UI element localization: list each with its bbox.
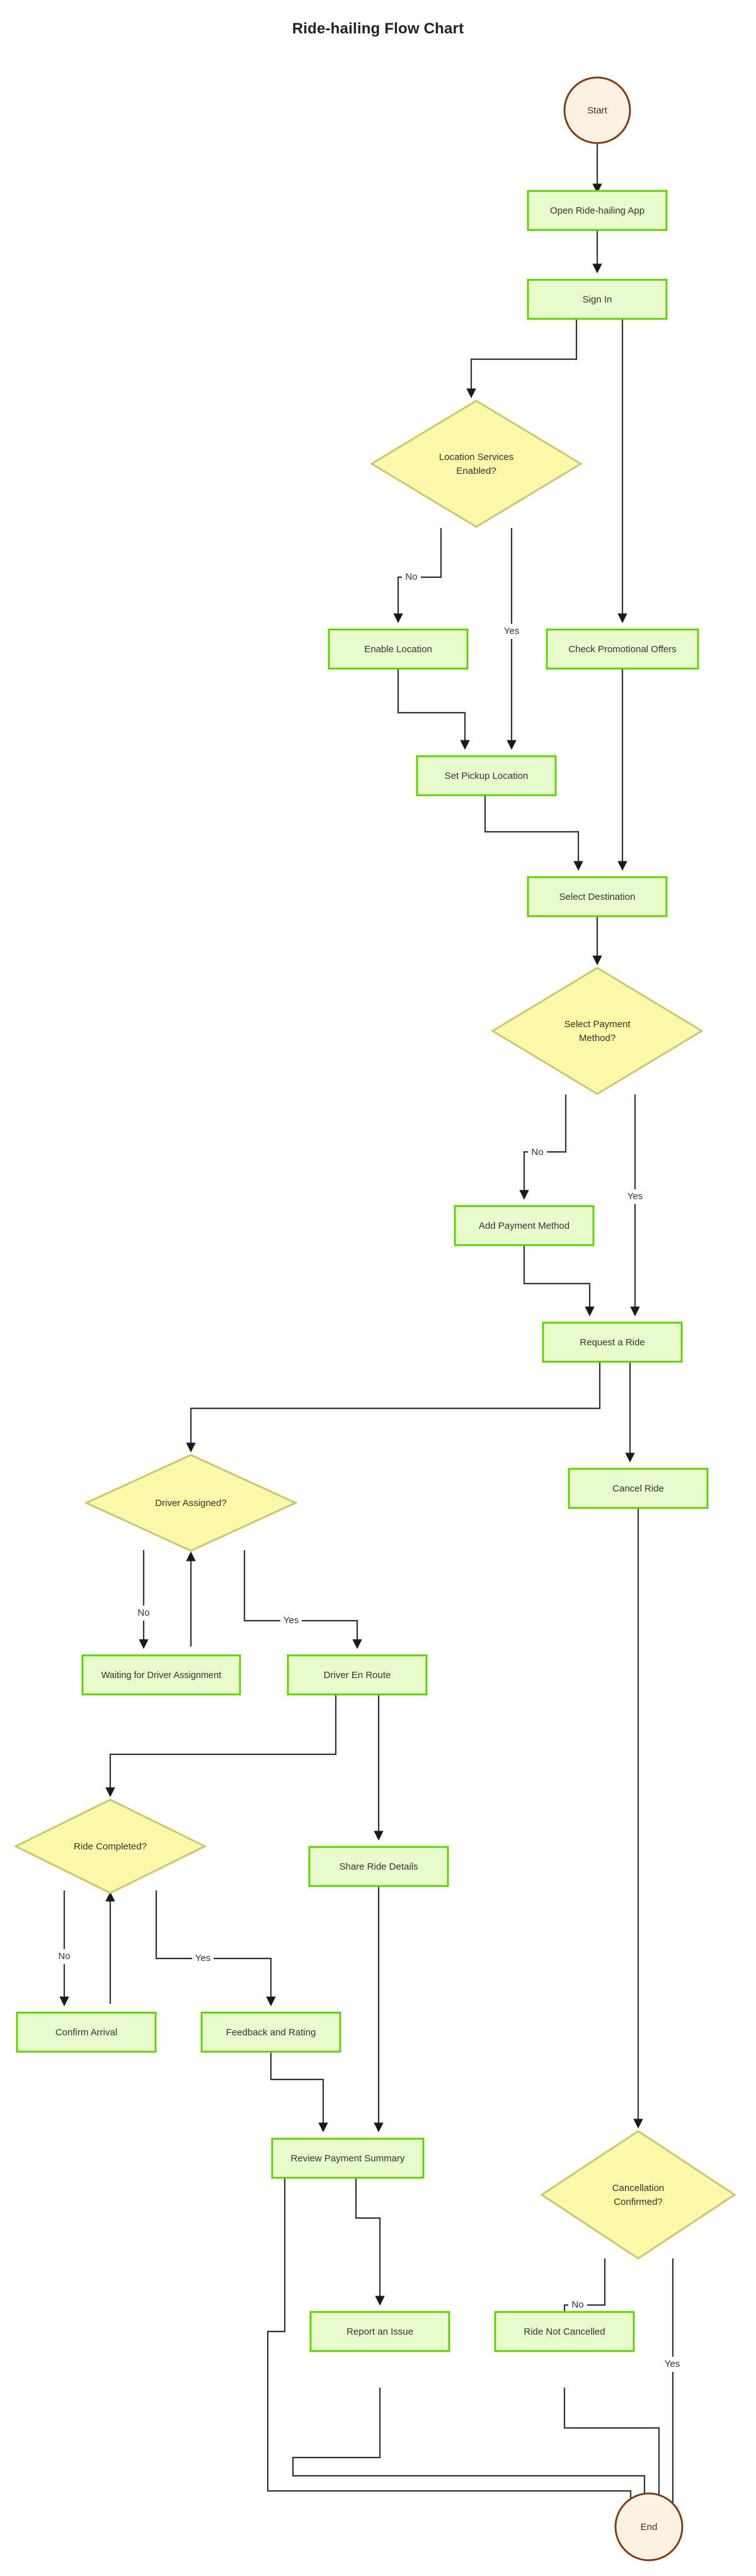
edge-label-ride-yes: Yes — [195, 1953, 210, 1964]
edge-label-bg-driver-no — [134, 1606, 153, 1621]
node-confirm-arrival[interactable]: Confirm Arrival — [16, 2011, 157, 2053]
edge-label-bg-ride-yes — [192, 1951, 214, 1966]
node-select-payment[interactable]: Select Payment Method? — [491, 967, 704, 1095]
node-feedback-rating[interactable]: Feedback and Rating — [200, 2011, 341, 2053]
node-driver-assigned[interactable]: Driver Assigned? — [84, 1454, 298, 1552]
edge-enable-location-to-set-pickup — [397, 660, 470, 750]
edge-sign-in-to-location-services — [466, 319, 578, 398]
node-select-destination[interactable]: Select Destination — [527, 876, 668, 917]
node-location-services-label-line1: Location Services — [439, 452, 513, 463]
edge-feedback-to-review-payment — [270, 2043, 328, 2132]
node-start-label: Start — [587, 105, 608, 116]
node-add-payment-label: Add Payment Method — [479, 1221, 570, 1231]
edge-label-payment-no: No — [531, 1147, 543, 1158]
node-ride-not-cancelled-label: Ride Not Cancelled — [524, 2326, 605, 2337]
node-add-payment[interactable]: Add Payment Method — [454, 1205, 595, 1246]
node-share-ride-label: Share Ride Details — [339, 1861, 418, 1872]
node-feedback-rating-label: Feedback and Rating — [226, 2027, 316, 2038]
edge-request-ride-to-driver-assigned — [186, 1353, 601, 1452]
node-waiting-driver-label: Waiting for Driver Assignment — [101, 1670, 221, 1681]
node-cancellation-confirmed[interactable]: Cancellation Confirmed? — [540, 2130, 736, 2260]
node-ride-completed-label: Ride Completed? — [74, 1841, 147, 1852]
edge-label-cancellation-yes: Yes — [665, 2359, 680, 2369]
node-share-ride[interactable]: Share Ride Details — [308, 1846, 449, 1887]
node-report-issue[interactable]: Report an Issue — [309, 2311, 450, 2352]
edge-label-driver-yes: Yes — [284, 1615, 299, 1626]
edge-label-ride-no: No — [58, 1951, 70, 1962]
edge-driver-en-route-to-ride-completed — [105, 1686, 337, 1797]
node-select-destination-label: Select Destination — [559, 892, 636, 902]
node-waiting-driver[interactable]: Waiting for Driver Assignment — [81, 1654, 241, 1696]
node-ride-completed[interactable]: Ride Completed? — [13, 1798, 207, 1894]
node-cancellation-label-line1: Cancellation — [612, 2183, 665, 2194]
edge-report-issue-to-end — [292, 2388, 650, 2517]
edge-label-bg-cancel-yes — [662, 2357, 683, 2372]
node-sign-in-label: Sign In — [583, 294, 612, 305]
node-set-pickup[interactable]: Set Pickup Location — [416, 755, 557, 796]
node-request-ride-label: Request a Ride — [580, 1337, 644, 1348]
edge-label-payment-yes: Yes — [627, 1191, 643, 1202]
node-location-services[interactable]: Location Services Enabled? — [370, 400, 583, 528]
node-select-payment-label-line2: Method? — [579, 1033, 616, 1044]
node-report-issue-label: Report an Issue — [346, 2326, 413, 2337]
node-open-app-label: Open Ride-hailing App — [550, 205, 644, 216]
node-cancellation-label-line2: Confirmed? — [614, 2197, 663, 2207]
edge-label-location-yes: Yes — [504, 626, 519, 636]
node-enable-location-label: Enable Location — [364, 644, 432, 655]
edge-set-pickup-to-select-destination — [484, 786, 583, 871]
node-driver-assigned-label: Driver Assigned? — [155, 1498, 226, 1509]
edge-review-payment-to-report-issue — [355, 2169, 385, 2306]
edge-layer: No Yes No Yes No Yes — [55, 142, 683, 2517]
node-select-payment-label-line1: Select Payment — [564, 1019, 631, 1030]
edge-label-bg-pay-no — [528, 1144, 547, 1159]
node-check-promos-label: Check Promotional Offers — [568, 644, 676, 655]
node-end[interactable]: End — [614, 2492, 684, 2562]
edge-label-driver-no: No — [137, 1607, 149, 1618]
edge-label-location-no: No — [405, 572, 417, 582]
node-sign-in[interactable]: Sign In — [527, 279, 668, 320]
edge-review-payment-to-end — [266, 2169, 636, 2517]
edge-label-bg-cancel-no — [568, 2297, 587, 2313]
node-ride-not-cancelled[interactable]: Ride Not Cancelled — [494, 2311, 635, 2352]
node-location-services-label-line2: Enabled? — [456, 466, 496, 476]
node-cancel-ride-label: Cancel Ride — [612, 1483, 664, 1494]
node-cancel-ride[interactable]: Cancel Ride — [568, 1468, 709, 1509]
page-title: Ride-hailing Flow Chart — [292, 20, 464, 37]
node-review-payment-label: Review Payment Summary — [291, 2153, 405, 2164]
edge-ride-completed-yes-to-feedback — [155, 1890, 276, 2006]
node-open-app[interactable]: Open Ride-hailing App — [527, 190, 668, 231]
node-request-ride[interactable]: Request a Ride — [542, 1321, 683, 1363]
edge-driver-assigned-yes-to-driver-en-route — [243, 1550, 362, 1649]
node-confirm-arrival-label: Confirm Arrival — [55, 2027, 117, 2038]
node-enable-location[interactable]: Enable Location — [328, 628, 469, 670]
edge-label-bg-ride-no — [55, 1949, 74, 1964]
node-driver-en-route-label: Driver En Route — [324, 1670, 391, 1681]
node-start[interactable]: Start — [563, 76, 631, 144]
edge-label-bg-loc-yes — [502, 624, 521, 639]
edge-add-payment-to-request-ride — [523, 1236, 595, 1316]
node-check-promos[interactable]: Check Promotional Offers — [546, 628, 699, 670]
edge-label-bg-driver-yes — [280, 1613, 302, 1628]
edge-ride-not-cancelled-to-end — [563, 2388, 664, 2517]
edge-label-cancellation-no: No — [571, 2299, 583, 2310]
node-set-pickup-label: Set Pickup Location — [445, 771, 529, 781]
node-driver-en-route[interactable]: Driver En Route — [287, 1654, 428, 1696]
node-layer: Start Open Ride-hailing App Sign In Loca… — [13, 76, 736, 2562]
node-end-label: End — [641, 2522, 658, 2533]
node-review-payment[interactable]: Review Payment Summary — [271, 2137, 425, 2179]
edge-label-bg-loc-no — [402, 569, 421, 584]
edge-label-bg-pay-yes — [626, 1189, 644, 1204]
